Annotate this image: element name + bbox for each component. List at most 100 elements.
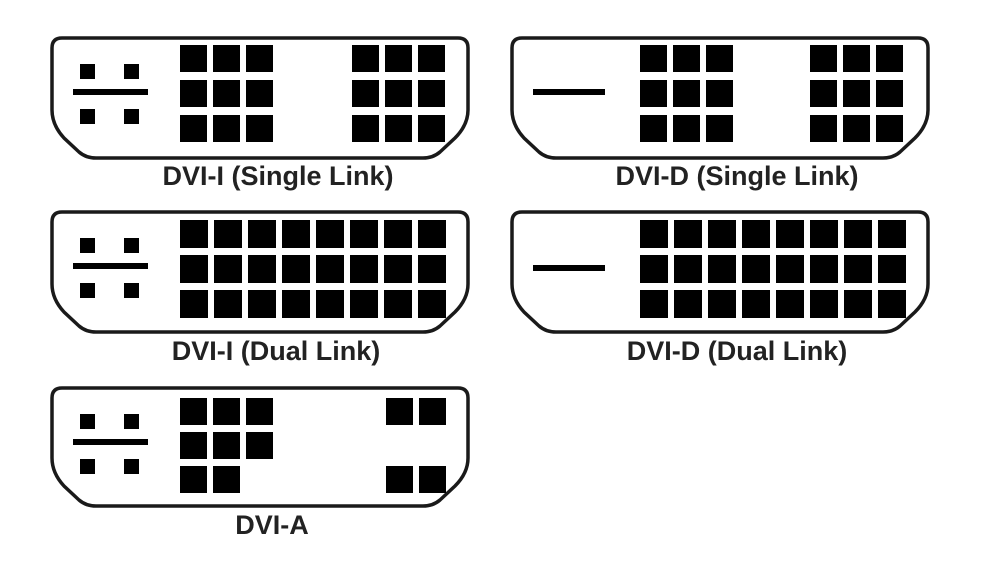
digital-pin: [213, 45, 240, 72]
digital-pin: [385, 115, 412, 142]
digital-pin: [640, 80, 667, 107]
digital-pin: [213, 115, 240, 142]
digital-pin: [776, 290, 804, 318]
digital-pin: [878, 220, 906, 248]
digital-pin: [708, 255, 736, 283]
ground-blade: [533, 265, 605, 271]
digital-pin-block-right: [352, 45, 445, 142]
digital-pin: [673, 45, 700, 72]
ground-blade: [73, 89, 148, 95]
digital-pin: [248, 255, 276, 283]
analog-pin: [80, 459, 95, 474]
digital-pin: [810, 290, 838, 318]
label-dvi-d-single: DVI-D (Single Link): [615, 161, 859, 191]
pin: [180, 398, 207, 425]
label-dvi-i-dual: DVI-I (Dual Link): [171, 336, 381, 366]
analog-pin: [124, 64, 139, 79]
label-dvi-d-dual: DVI-D (Dual Link): [626, 336, 848, 366]
digital-pin: [316, 255, 344, 283]
pin-block-left: [180, 398, 273, 493]
analog-pin: [124, 414, 139, 429]
digital-pin: [316, 290, 344, 318]
pin: [180, 466, 207, 493]
digital-pin: [810, 45, 837, 72]
digital-pin: [843, 115, 870, 142]
analog-pin: [124, 283, 139, 298]
pin: [213, 432, 240, 459]
digital-pin: [180, 115, 207, 142]
digital-pin-grid: [180, 220, 446, 318]
digital-pin: [673, 115, 700, 142]
analog-pin: [80, 109, 95, 124]
digital-pin: [810, 80, 837, 107]
connector-outline: [510, 36, 930, 160]
digital-pin: [640, 290, 668, 318]
digital-pin: [418, 45, 445, 72]
digital-pin: [316, 220, 344, 248]
digital-pin-block-left: [180, 45, 273, 142]
digital-pin: [674, 290, 702, 318]
digital-pin: [876, 115, 903, 142]
digital-pin: [180, 255, 208, 283]
analog-pin: [124, 109, 139, 124]
digital-pin: [385, 45, 412, 72]
digital-pin-block-left: [640, 45, 733, 142]
digital-pin: [673, 80, 700, 107]
digital-pin: [674, 255, 702, 283]
analog-pin: [80, 64, 95, 79]
digital-pin: [844, 220, 872, 248]
analog-pin: [124, 459, 139, 474]
digital-pin: [742, 290, 770, 318]
connector-outline: [50, 386, 470, 508]
analog-pins: [73, 414, 148, 474]
digital-pin: [708, 290, 736, 318]
digital-pin: [843, 80, 870, 107]
connector-dvi-d-dual: [510, 210, 930, 334]
digital-pin: [214, 255, 242, 283]
analog-pin: [124, 238, 139, 253]
digital-pin: [876, 45, 903, 72]
digital-pin: [640, 220, 668, 248]
digital-pin: [248, 290, 276, 318]
digital-pin: [350, 220, 378, 248]
ground-blade: [73, 263, 148, 269]
connector-dvi-a: [50, 386, 470, 508]
digital-pin: [282, 220, 310, 248]
pin: [180, 432, 207, 459]
ground-blade: [533, 89, 605, 95]
pin: [246, 432, 273, 459]
connector-dvi-d-single: [510, 36, 930, 160]
digital-pin: [640, 255, 668, 283]
connector-outline: [50, 210, 470, 334]
analog-pin: [80, 283, 95, 298]
digital-pin: [180, 45, 207, 72]
digital-pin: [418, 220, 446, 248]
analog-pins: [73, 64, 148, 124]
digital-pin: [246, 80, 273, 107]
digital-pin: [418, 255, 446, 283]
digital-pin-block-right: [810, 45, 903, 142]
digital-pin: [384, 220, 412, 248]
digital-pin: [246, 115, 273, 142]
pin: [386, 398, 413, 425]
pin: [246, 398, 273, 425]
analog-pin: [80, 238, 95, 253]
digital-pin: [876, 80, 903, 107]
digital-pin: [776, 255, 804, 283]
digital-pin: [350, 290, 378, 318]
digital-pin: [350, 255, 378, 283]
digital-pin: [640, 115, 667, 142]
digital-pin: [708, 220, 736, 248]
label-dvi-i-single: DVI-I (Single Link): [162, 161, 394, 191]
digital-pin: [248, 220, 276, 248]
digital-pin: [640, 45, 667, 72]
digital-pin: [742, 220, 770, 248]
digital-pin: [352, 115, 379, 142]
digital-pin: [776, 220, 804, 248]
digital-pin: [418, 290, 446, 318]
digital-pin: [246, 45, 273, 72]
digital-pin: [180, 290, 208, 318]
digital-pin: [742, 255, 770, 283]
digital-pin: [214, 290, 242, 318]
pin-block-right: [386, 398, 446, 493]
